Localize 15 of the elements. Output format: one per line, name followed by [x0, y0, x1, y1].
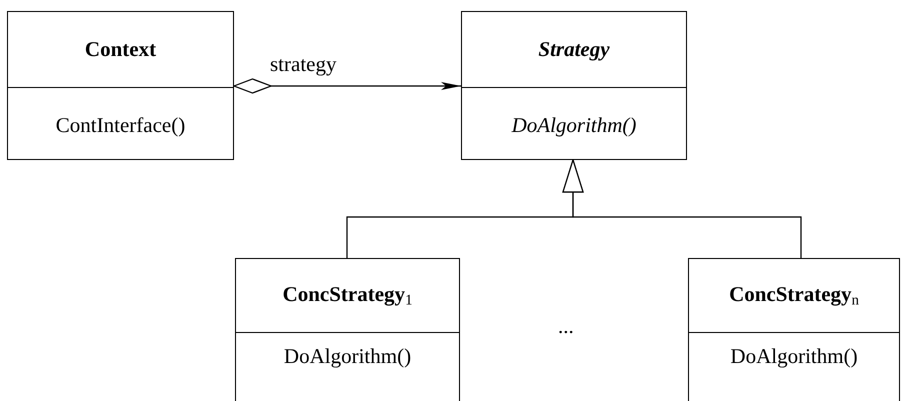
class-name: Strategy	[538, 37, 610, 62]
class-name: ConcStrategy$_{1}$	[282, 282, 412, 310]
ellipsis-text: ...	[558, 314, 574, 339]
class-box	[235, 258, 460, 401]
aggregation-arrow	[233, 78, 461, 94]
method-name: DoAlgorithm()	[730, 344, 858, 368]
class-name: ConcStrategy$_{n}$	[729, 282, 859, 310]
class-box	[7, 11, 234, 160]
method-name: ContInterface()	[56, 112, 186, 138]
method-name: DoAlgorithm()	[284, 344, 412, 368]
method-name: DoAlgorithm()	[512, 112, 636, 138]
class-name: Context	[84, 37, 156, 62]
class-box	[461, 11, 687, 160]
class-box	[688, 258, 900, 401]
inheritance-arrow	[562, 159, 802, 258]
